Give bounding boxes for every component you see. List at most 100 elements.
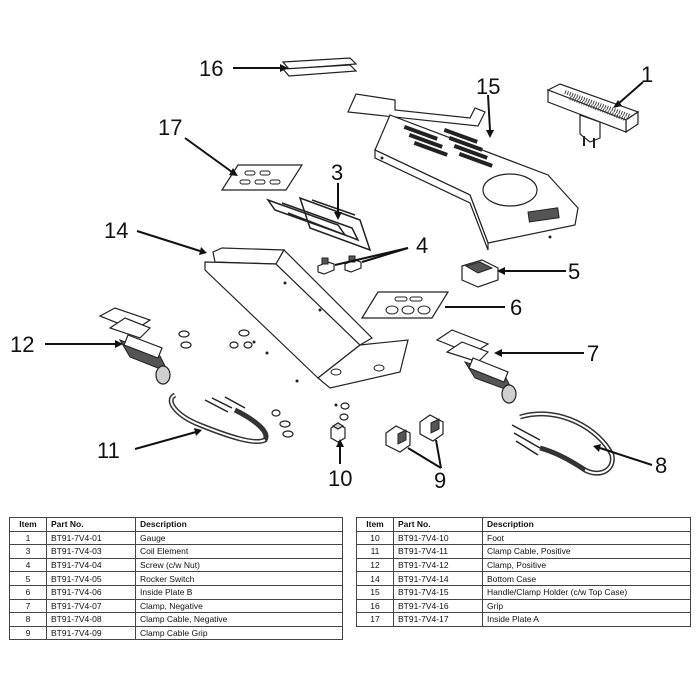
cell-item: 12 bbox=[356, 557, 394, 573]
callout-7: 7 bbox=[587, 341, 599, 366]
part-bottom-case: 14 bbox=[104, 218, 409, 389]
cell-part-no: BT91-7V4-03 bbox=[46, 544, 136, 559]
callout-8: 8 bbox=[655, 453, 667, 478]
table-header-row: Item Part No. Description bbox=[356, 517, 691, 532]
cell-item: 4 bbox=[9, 557, 47, 573]
callout-14: 14 bbox=[104, 218, 128, 243]
part-clamp-cable-positive: 11 bbox=[97, 392, 269, 463]
header-part-no: Part No. bbox=[46, 517, 136, 532]
cell-description: Grip bbox=[482, 598, 691, 614]
part-clamp-positive: 12 bbox=[10, 307, 171, 385]
cell-item: 5 bbox=[9, 571, 47, 586]
cell-item: 3 bbox=[9, 544, 47, 559]
cell-part-no: BT91-7V4-05 bbox=[46, 571, 136, 586]
cell-part-no: BT91-7V4-06 bbox=[46, 584, 136, 600]
part-rocker-switch: 5 bbox=[461, 259, 580, 288]
callout-1: 1 bbox=[641, 62, 653, 87]
header-description: Description bbox=[482, 517, 691, 532]
cell-item: 7 bbox=[9, 598, 47, 614]
cell-description: Rocker Switch bbox=[135, 571, 343, 586]
cell-part-no: BT91-7V4-12 bbox=[393, 557, 483, 573]
part-inside-plate-b: 6 bbox=[360, 291, 522, 320]
cell-item: 1 bbox=[9, 530, 47, 546]
header-item: Item bbox=[9, 517, 47, 532]
cell-description: Screw (c/w Nut) bbox=[135, 557, 343, 573]
part-grip: 16 bbox=[199, 56, 358, 81]
callout-5: 5 bbox=[568, 259, 580, 284]
callout-3: 3 bbox=[331, 160, 343, 185]
exploded-parts-diagram: 16 1 15 bbox=[10, 56, 667, 493]
callout-15: 15 bbox=[476, 74, 500, 99]
cell-item: 6 bbox=[9, 584, 47, 600]
cell-item: 11 bbox=[356, 544, 394, 559]
cell-part-no: BT91-7V4-08 bbox=[46, 612, 136, 627]
cell-item: 16 bbox=[356, 598, 394, 614]
cell-item: 8 bbox=[9, 612, 47, 627]
cell-part-no: BT91-7V4-01 bbox=[46, 530, 136, 546]
cell-part-no: BT91-7V4-04 bbox=[46, 557, 136, 573]
callout-10: 10 bbox=[328, 466, 352, 491]
header-description: Description bbox=[135, 517, 343, 532]
part-clamp-negative: 7 bbox=[435, 329, 599, 404]
cell-description: Coil Element bbox=[135, 544, 343, 559]
cell-description: Foot bbox=[482, 530, 691, 546]
cell-part-no: BT91-7V4-14 bbox=[393, 571, 483, 586]
cell-item: 9 bbox=[9, 625, 47, 641]
cell-item: 14 bbox=[356, 571, 394, 586]
cell-description: Clamp Cable, Negative bbox=[135, 612, 343, 627]
callout-17: 17 bbox=[158, 115, 182, 140]
part-inside-plate-a: 17 bbox=[158, 115, 304, 191]
part-coil-element: 3 bbox=[266, 160, 372, 252]
callout-12: 12 bbox=[10, 332, 34, 357]
cell-description: Bottom Case bbox=[482, 571, 691, 586]
callout-9: 9 bbox=[434, 468, 446, 493]
callout-4: 4 bbox=[416, 233, 428, 258]
cell-description: Clamp Cable, Positive bbox=[482, 544, 691, 559]
table-header-row: Item Part No. Description bbox=[9, 517, 343, 532]
callout-11: 11 bbox=[97, 438, 120, 463]
part-clamp-cable-negative: 8 bbox=[511, 411, 667, 478]
cell-part-no: BT91-7V4-15 bbox=[393, 584, 483, 600]
part-top-case: 15 bbox=[347, 74, 579, 251]
cell-item: 10 bbox=[356, 530, 394, 546]
cell-item: 17 bbox=[356, 612, 394, 627]
header-part-no: Part No. bbox=[393, 517, 483, 532]
callout-6: 6 bbox=[510, 295, 522, 320]
cell-part-no: BT91-7V4-07 bbox=[46, 598, 136, 614]
cell-description: Clamp Cable Grip bbox=[135, 625, 343, 641]
cell-part-no: BT91-7V4-10 bbox=[393, 530, 483, 546]
cell-description: Clamp, Negative bbox=[135, 598, 343, 614]
part-hardware bbox=[178, 329, 350, 438]
part-clamp-cable-grip: 9 bbox=[385, 414, 446, 493]
cell-description: Handle/Clamp Holder (c/w Top Case) bbox=[482, 584, 691, 600]
cell-part-no: BT91-7V4-16 bbox=[393, 598, 483, 614]
cell-part-no: BT91-7V4-17 bbox=[393, 612, 483, 627]
cell-description: Inside Plate A bbox=[482, 612, 691, 627]
cell-description: Clamp, Positive bbox=[482, 557, 691, 573]
cell-description: Gauge bbox=[135, 530, 343, 546]
cell-item: 15 bbox=[356, 584, 394, 600]
part-screw: 4 bbox=[317, 233, 428, 275]
cell-part-no: BT91-7V4-09 bbox=[46, 625, 136, 641]
cell-part-no: BT91-7V4-11 bbox=[393, 544, 483, 559]
callout-16: 16 bbox=[199, 56, 223, 81]
part-foot: 10 bbox=[328, 422, 352, 491]
